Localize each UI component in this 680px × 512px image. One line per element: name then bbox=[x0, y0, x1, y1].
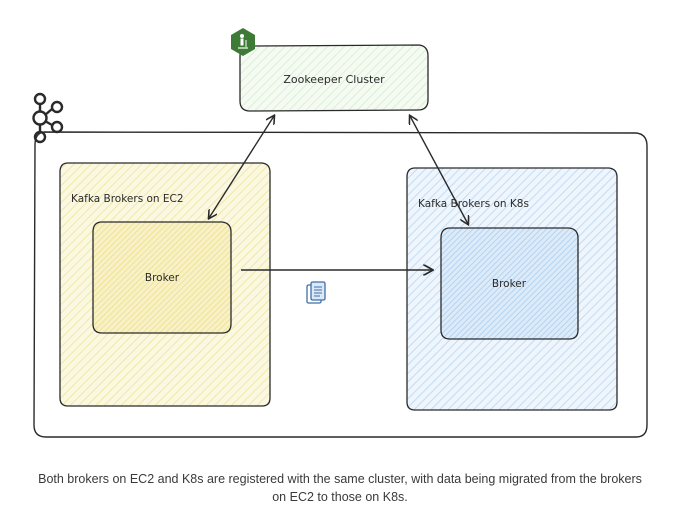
k8s-group-label: Kafka Brokers on K8s bbox=[418, 198, 529, 210]
k8s-broker: Broker bbox=[440, 227, 579, 340]
kafka-logo bbox=[32, 92, 64, 144]
caption-line-1: Both brokers on EC2 and K8s are register… bbox=[38, 472, 642, 486]
ec2-group-label: Kafka Brokers on EC2 bbox=[71, 193, 184, 205]
zookeeper-icon bbox=[231, 28, 255, 56]
zookeeper-k8s-arrow bbox=[410, 116, 468, 224]
figure-caption: Both brokers on EC2 and K8s are register… bbox=[0, 470, 680, 506]
ec2-broker: Broker bbox=[92, 221, 232, 334]
document-icon bbox=[306, 281, 326, 304]
ec2-broker-label: Broker bbox=[145, 272, 180, 284]
zookeeper-ec2-arrow bbox=[209, 116, 274, 218]
k8s-broker-label: Broker bbox=[492, 278, 527, 290]
zookeeper-cluster: Zookeeper Cluster bbox=[239, 44, 429, 112]
zookeeper-cluster-label: Zookeeper Cluster bbox=[283, 73, 385, 86]
caption-line-2: on EC2 to those on K8s. bbox=[272, 490, 408, 504]
